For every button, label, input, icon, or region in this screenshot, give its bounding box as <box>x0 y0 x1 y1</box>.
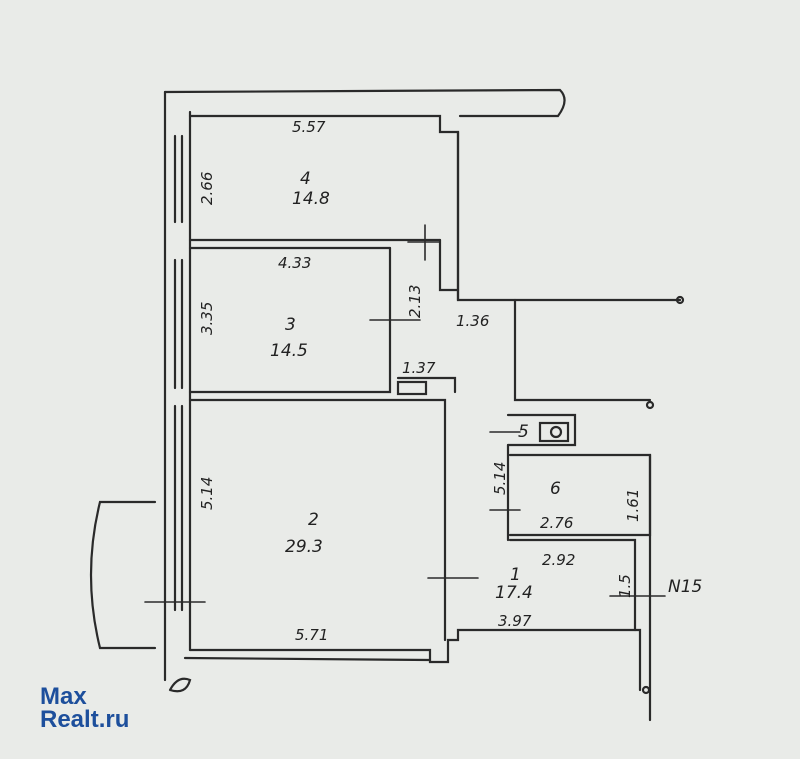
dim-room3-width: 4.33 <box>278 254 311 272</box>
dim-room2-depth: 5.14 <box>198 477 216 510</box>
room-6-number: 6 <box>550 479 561 499</box>
dim-hall-width: 1.36 <box>456 312 489 330</box>
dimension-ticks <box>144 224 666 619</box>
dim-room3-depth: 3.35 <box>198 302 216 335</box>
dim-room6-depth: 1.61 <box>624 489 642 522</box>
room-3-number: 3 <box>285 315 296 335</box>
dim-room1-side: 1.5 <box>616 574 634 598</box>
room-2-number: 2 <box>308 510 319 530</box>
room-4-area: 14.8 <box>292 189 330 209</box>
watermark-line1: Max <box>40 683 87 710</box>
room-3-area: 14.5 <box>270 341 308 361</box>
room-5-number: 5 <box>518 422 529 442</box>
dim-room4-width: 5.57 <box>292 118 326 136</box>
dim-closet-width: 1.37 <box>402 359 436 377</box>
dim-room6-width: 2.76 <box>540 514 573 532</box>
watermark-logo: Max Realt.ru <box>40 683 130 733</box>
dim-room1-bottom: 3.97 <box>498 612 532 630</box>
dim-hall-depth: 5.14 <box>491 462 509 495</box>
room-2-area: 29.3 <box>285 537 323 557</box>
dim-room4-depth: 2.66 <box>198 172 216 205</box>
dim-closet-depth: 2.13 <box>406 285 424 318</box>
room-1-area: 17.4 <box>495 583 533 603</box>
watermark-line2: Realt.ru <box>40 706 130 733</box>
unit-number: N15 <box>668 577 702 597</box>
dimension-labels: 5.57 2.66 4.33 3.35 2.13 1.36 1.37 5.14 … <box>198 118 702 644</box>
room-1-number: 1 <box>510 565 521 585</box>
dim-room2-width: 5.71 <box>295 626 328 644</box>
room-labels: 4 14.8 3 14.5 2 29.3 1 17.4 5 6 <box>270 169 561 603</box>
walls <box>89 88 685 722</box>
room-4-number: 4 <box>300 169 311 189</box>
dim-room1-width: 2.92 <box>542 551 575 569</box>
